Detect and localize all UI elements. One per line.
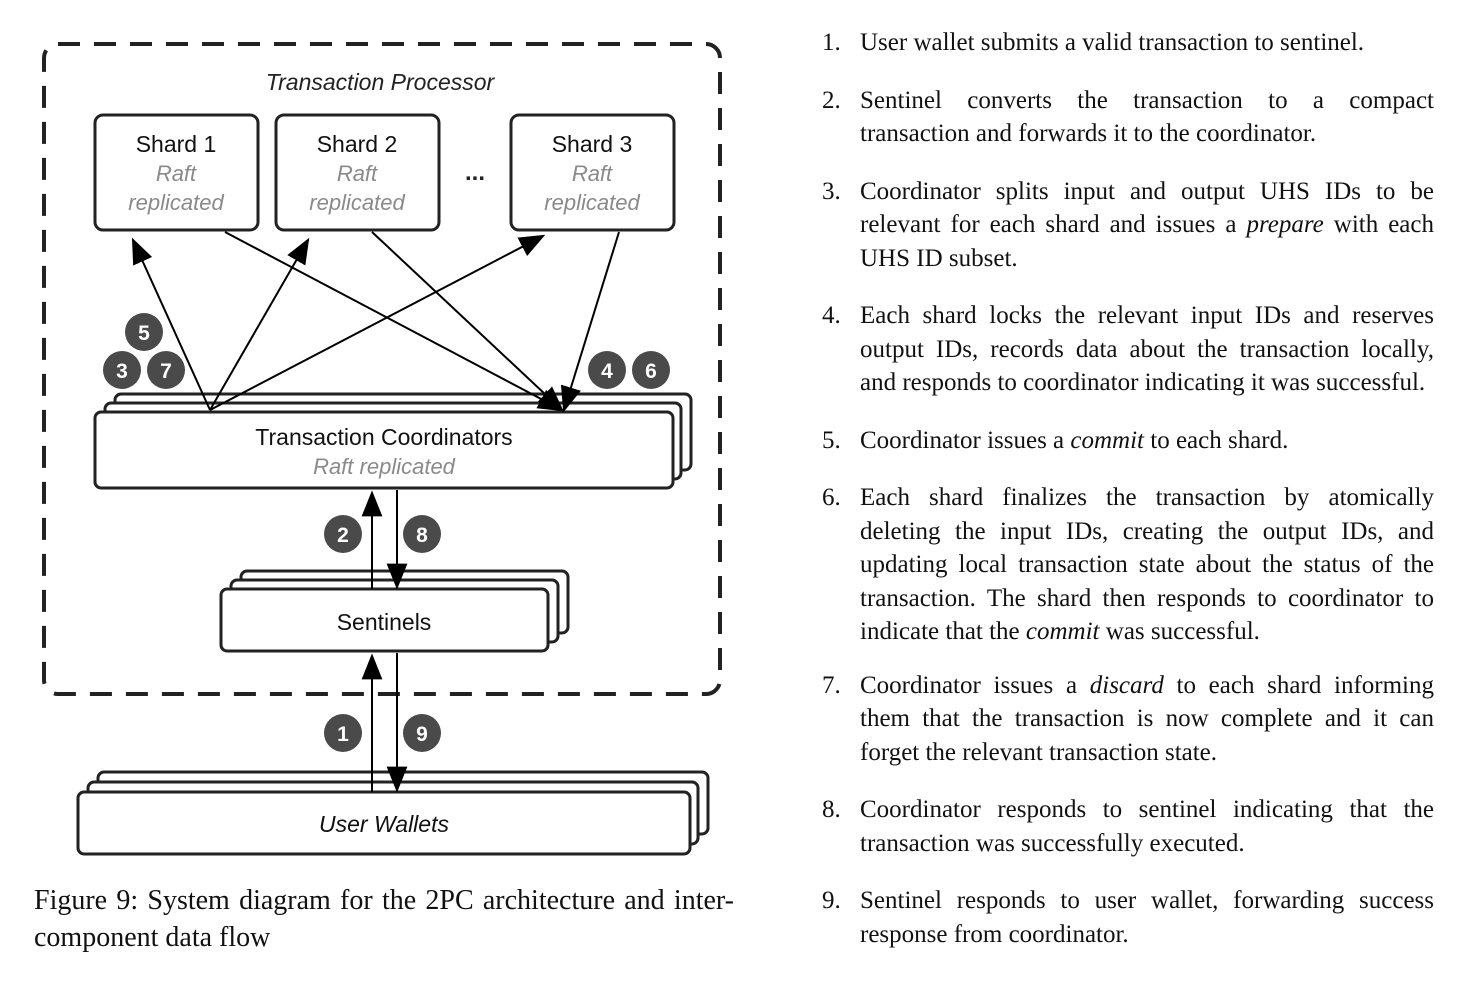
sentinels-box: Sentinels bbox=[219, 569, 570, 653]
step-text: Coordinator issues a discard to each sha… bbox=[860, 671, 1435, 766]
step-text: Each shard finalizes the transaction by … bbox=[860, 484, 1434, 645]
shard-3-sub1: Raft bbox=[572, 161, 613, 186]
sentinels-title: Sentinels bbox=[337, 609, 432, 635]
shard-3-sub2: replicated bbox=[544, 190, 640, 215]
system-diagram: Transaction Processor Shard 1 Raft repli… bbox=[42, 42, 722, 856]
step-text: Each shard locks the relevant input IDs … bbox=[860, 302, 1434, 396]
step-number: 7. bbox=[822, 671, 841, 699]
step-item: 5. Coordinator issues a commit to each s… bbox=[822, 424, 1434, 458]
shard-1-box: Shard 1 Raft replicated bbox=[93, 113, 260, 232]
step-badges: 5 3 7 4 6 2 8 1 bbox=[103, 313, 670, 752]
shard-arrows bbox=[131, 231, 620, 413]
shard-2-box: Shard 2 Raft replicated bbox=[274, 113, 441, 232]
shard-ellipsis: ... bbox=[465, 159, 485, 186]
svg-text:7: 7 bbox=[160, 360, 172, 383]
user-wallets-title: User Wallets bbox=[319, 811, 449, 837]
step-number: 3. bbox=[822, 177, 841, 205]
step-text: Sentinel responds to user wallet, forwar… bbox=[860, 887, 1434, 948]
user-wallets-box: User Wallets bbox=[76, 770, 710, 856]
badge-2: 2 bbox=[324, 515, 362, 553]
step-number: 6. bbox=[822, 484, 841, 511]
step-number: 5. bbox=[822, 426, 841, 454]
step-number: 1. bbox=[822, 29, 841, 56]
coordinators-sub: Raft replicated bbox=[313, 454, 456, 479]
badge-3: 3 bbox=[103, 351, 141, 389]
shard-2-sub2: replicated bbox=[309, 190, 405, 215]
badge-9: 9 bbox=[403, 714, 441, 752]
transaction-coordinators-box: Transaction Coordinators Raft replicated bbox=[93, 392, 693, 490]
transaction-processor-label: Transaction Processor bbox=[266, 69, 496, 95]
step-item: 3. Coordinator splits input and output U… bbox=[822, 175, 1434, 276]
step-item: 8. Coordinator responds to sentinel indi… bbox=[822, 793, 1434, 860]
svg-text:3: 3 bbox=[116, 360, 128, 383]
svg-text:6: 6 bbox=[645, 360, 657, 383]
step-text: Sentinel converts the transaction to a c… bbox=[860, 86, 1434, 148]
wallet-sentinel-arrows bbox=[361, 653, 408, 793]
step-item: 4. Each shard locks the relevant input I… bbox=[822, 299, 1434, 400]
svg-text:5: 5 bbox=[138, 322, 150, 345]
badge-7: 7 bbox=[147, 351, 185, 389]
badge-6: 6 bbox=[632, 351, 670, 389]
step-text: Coordinator splits input and output UHS … bbox=[860, 177, 1434, 272]
shard-2-title: Shard 2 bbox=[317, 131, 398, 157]
step-item: 6. Each shard finalizes the transaction … bbox=[822, 481, 1434, 649]
step-number: 4. bbox=[822, 302, 841, 329]
svg-text:2: 2 bbox=[337, 524, 349, 547]
shard-1-sub2: replicated bbox=[128, 190, 224, 215]
step-item: 7. Coordinator issues a discard to each … bbox=[822, 669, 1434, 770]
step-number: 8. bbox=[822, 796, 841, 823]
badge-4: 4 bbox=[588, 351, 626, 389]
step-text: Coordinator issues a commit to each shar… bbox=[860, 426, 1289, 454]
step-number: 2. bbox=[822, 86, 841, 114]
shard-3-title: Shard 3 bbox=[552, 131, 633, 157]
svg-text:4: 4 bbox=[601, 360, 613, 383]
step-text: Coordinator responds to sentinel indicat… bbox=[860, 796, 1434, 857]
sentinel-coordinator-arrows bbox=[361, 490, 408, 590]
step-list: 1. User wallet submits a valid transacti… bbox=[822, 26, 1434, 951]
step-item: 9. Sentinel responds to user wallet, for… bbox=[822, 884, 1434, 951]
figure-caption: Figure 9: System diagram for the 2PC arc… bbox=[34, 885, 734, 953]
badge-1: 1 bbox=[324, 714, 362, 752]
shard-3-box: Shard 3 Raft replicated bbox=[509, 113, 676, 232]
coordinators-title: Transaction Coordinators bbox=[255, 424, 512, 450]
shard-1-sub1: Raft bbox=[156, 161, 197, 186]
transaction-processor-box bbox=[42, 42, 722, 696]
step-item: 1. User wallet submits a valid transacti… bbox=[822, 26, 1434, 60]
step-number: 9. bbox=[822, 887, 841, 914]
svg-text:8: 8 bbox=[416, 524, 428, 547]
svg-text:1: 1 bbox=[337, 723, 349, 746]
shard-1-title: Shard 1 bbox=[136, 131, 217, 157]
step-text: User wallet submits a valid transaction … bbox=[860, 29, 1365, 56]
badge-5: 5 bbox=[125, 313, 163, 351]
svg-text:9: 9 bbox=[416, 723, 428, 746]
step-item: 2. Sentinel converts the transaction to … bbox=[822, 84, 1434, 151]
shard-2-sub1: Raft bbox=[337, 161, 378, 186]
badge-8: 8 bbox=[403, 515, 441, 553]
